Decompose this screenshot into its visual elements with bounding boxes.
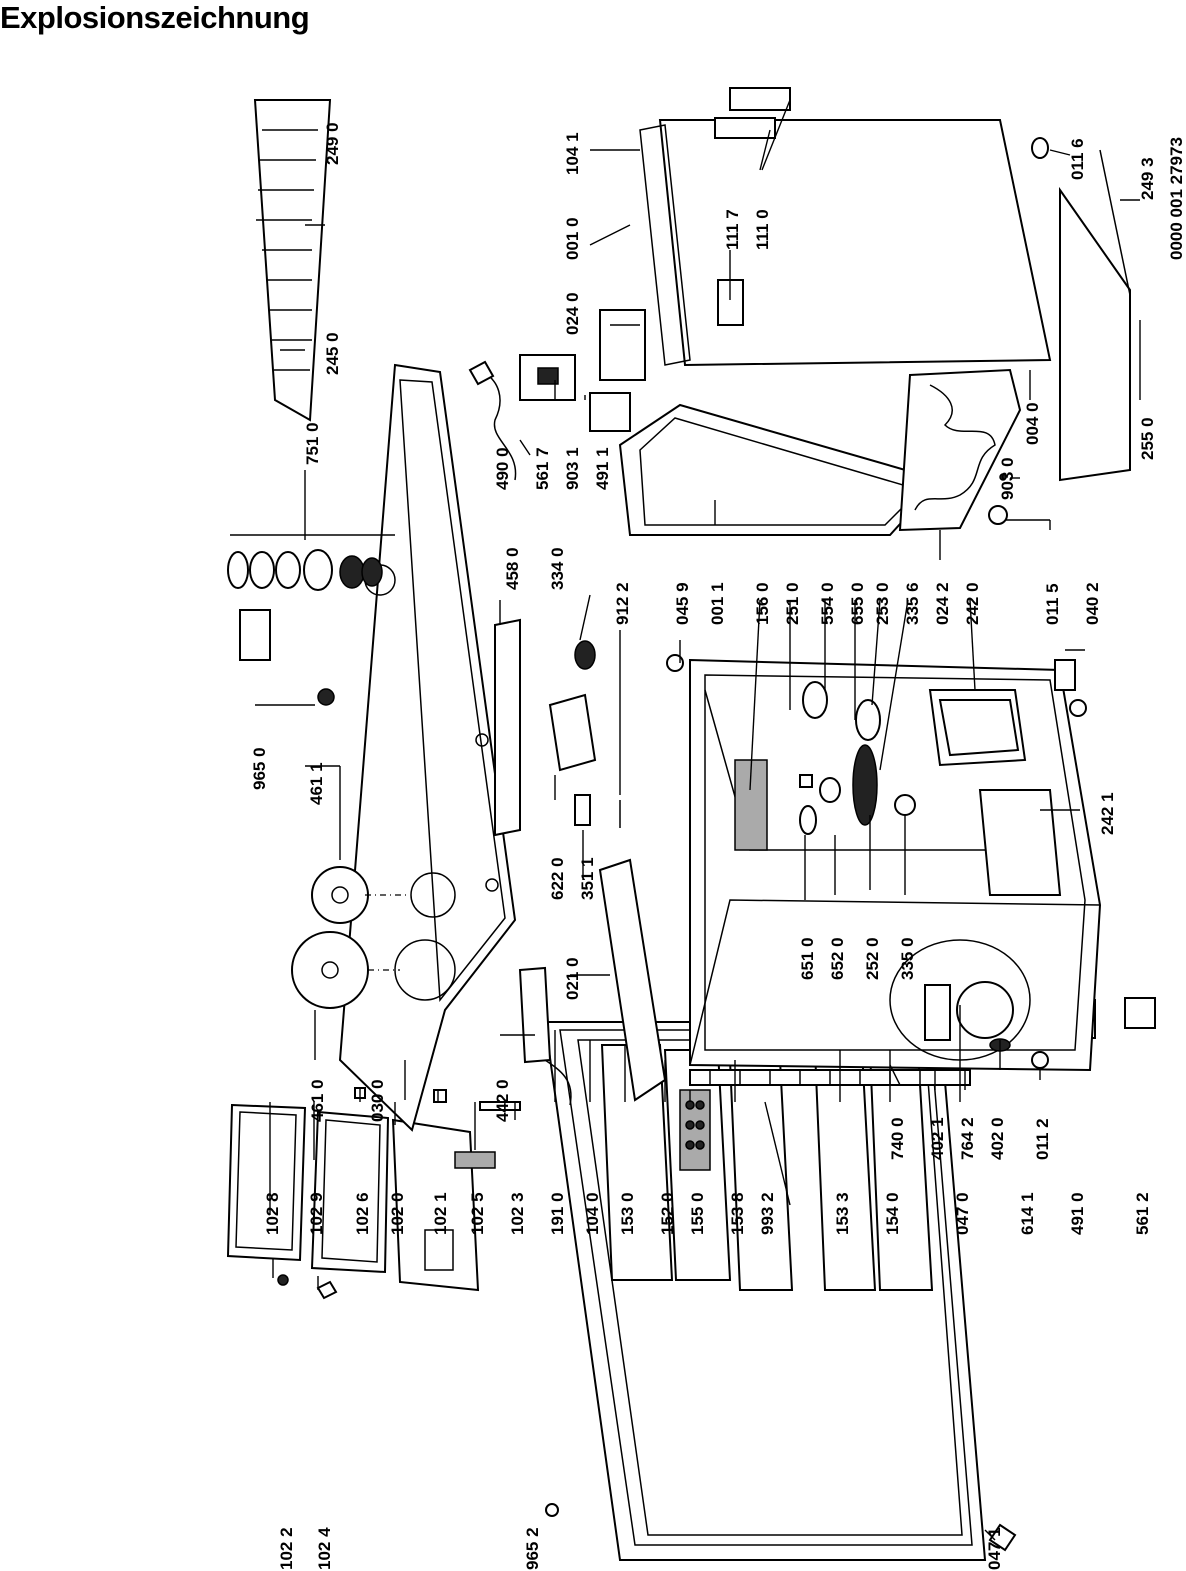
part-label: 652 0 [828, 937, 847, 980]
part-label: 021 0 [563, 957, 582, 1000]
page-title: Explosionszeichnung [0, 0, 310, 35]
part-label: 965 2 [523, 1527, 542, 1570]
part-label: 153 3 [833, 1192, 852, 1235]
part-label: 242 0 [963, 582, 982, 625]
part-label: 102 9 [307, 1192, 326, 1235]
part-label: 335 6 [903, 582, 922, 625]
part-label: 764 2 [958, 1117, 977, 1160]
part-label: 751 0 [303, 422, 322, 465]
part-label: 351 1 [578, 857, 597, 900]
part-label: 458 0 [503, 547, 522, 590]
part-label: 102 2 [277, 1527, 296, 1570]
part-label: 461 0 [308, 1079, 327, 1122]
part-label: 491 0 [1068, 1192, 1087, 1235]
knob-stack [227, 549, 383, 661]
part-label: 152 0 [658, 1192, 677, 1235]
part-label: 334 0 [548, 547, 567, 590]
part-label: 249 3 [1138, 157, 1157, 200]
part-label: 047 0 [953, 1192, 972, 1235]
part-label: 335 0 [898, 937, 917, 980]
part-label: 102 5 [468, 1192, 487, 1235]
part-label: 111 7 [723, 209, 742, 250]
part-label: 491 1 [593, 447, 612, 490]
part-label: 402 0 [988, 1117, 1007, 1160]
back-panel [468, 87, 1131, 536]
part-label: 154 0 [883, 1192, 902, 1235]
part-label: 903 0 [998, 457, 1017, 500]
part-label: 102 3 [508, 1192, 527, 1235]
part-label: 242 1 [1098, 792, 1117, 835]
part-label: 912 2 [613, 582, 632, 625]
part-label: 252 0 [863, 937, 882, 980]
part-label: 045 9 [673, 582, 692, 625]
part-label: 461 1 [307, 762, 326, 805]
part-label: 104 0 [583, 1192, 602, 1235]
part-label: 155 0 [688, 1192, 707, 1235]
part-label: 655 0 [848, 582, 867, 625]
part-label: 102 8 [263, 1192, 282, 1235]
part-label: 442 0 [493, 1079, 512, 1122]
part-label: 102 6 [353, 1192, 372, 1235]
part-label: 001 0 [563, 217, 582, 260]
part-label: 993 2 [758, 1192, 777, 1235]
part-label: 040 2 [1083, 582, 1102, 625]
egg-tray [679, 1089, 711, 1171]
part-label: 004 0 [1023, 402, 1042, 445]
part-label: 001 1 [708, 582, 727, 625]
part-label: 245 0 [323, 332, 342, 375]
part-label: 614 1 [1018, 1192, 1037, 1235]
part-label: 402 1 [928, 1117, 947, 1160]
part-label: 153 0 [618, 1192, 637, 1235]
part-label: 011 6 [1068, 138, 1087, 180]
part-label: 102 1 [431, 1192, 450, 1235]
inner-cabinet [666, 654, 1102, 1086]
part-label: 102 4 [315, 1527, 334, 1570]
part-label: 255 0 [1138, 417, 1157, 460]
part-label: 965 0 [250, 747, 269, 790]
part-label: 253 0 [873, 582, 892, 625]
part-label: 047 1 [985, 1527, 1004, 1570]
worktop [227, 99, 667, 1132]
part-label: 102 0 [388, 1192, 407, 1235]
part-label: 740 0 [888, 1117, 907, 1160]
part-label: 251 0 [783, 582, 802, 625]
part-label: 249 0 [323, 122, 342, 165]
part-label: 024 0 [563, 292, 582, 335]
part-label: 011 2 [1033, 1118, 1052, 1160]
part-label: 153 8 [728, 1192, 747, 1235]
part-label: 651 0 [798, 937, 817, 980]
part-label: 622 0 [548, 857, 567, 900]
part-label: 561 7 [533, 447, 552, 490]
leader-lines [230, 99, 1141, 1541]
part-label: 156 0 [753, 582, 772, 625]
part-label: 011 5 [1043, 583, 1062, 625]
part-label: 191 0 [548, 1192, 567, 1235]
part-label: 903 1 [563, 447, 582, 490]
part-label: 561 2 [1133, 1192, 1152, 1235]
part-label: 490 0 [493, 447, 512, 490]
drawing-number: 0000 001 27973 [1167, 137, 1186, 260]
part-label: 024 2 [933, 582, 952, 625]
part-labels: 102 2 102 4 965 2 047 1 102 8 102 9 102 … [250, 122, 1186, 1570]
part-label: 554 0 [818, 582, 837, 625]
part-label: 030 0 [368, 1079, 387, 1122]
part-label: 104 1 [563, 132, 582, 175]
door-assembly [226, 997, 1156, 1561]
part-label: 111 0 [753, 209, 772, 250]
